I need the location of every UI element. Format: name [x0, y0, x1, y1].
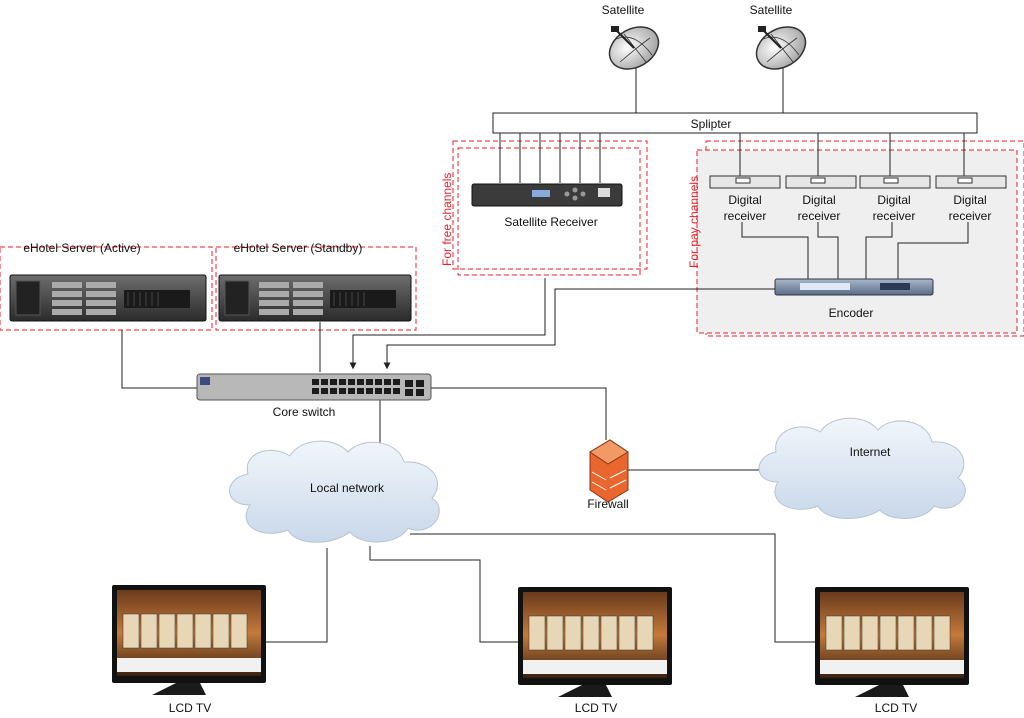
firewall-icon: [589, 439, 629, 503]
core-switch-label: Core switch: [273, 405, 336, 419]
satellite-receiver-label: Satellite Receiver: [504, 215, 597, 229]
free-channels-label: For free channels: [440, 173, 454, 266]
internet-label: Internet: [850, 445, 891, 459]
splitter-bar: [492, 112, 978, 134]
server-active-label: eHotel Server (Active): [23, 241, 140, 255]
lcd-tv-3-label: LCD TV: [875, 701, 917, 715]
pay-channels-label: For pay channels: [687, 176, 701, 268]
lcd-tv-2-label: LCD TV: [575, 701, 617, 715]
lcd-tv-1-label: LCD TV: [169, 701, 211, 715]
lcd-tv-2-icon: [518, 587, 672, 697]
local-network-label: Local network: [310, 481, 385, 495]
server-standby-zone: [215, 246, 417, 331]
encoder-label: Encoder: [829, 306, 874, 320]
lcd-tv-1-icon: [112, 585, 266, 695]
local-network-cloud-icon: [229, 440, 440, 543]
firewall-label: Firewall: [587, 497, 628, 511]
server-active-zone: [0, 246, 213, 331]
splitter-label: Splipter: [691, 117, 732, 131]
satellite-left-label: Satellite: [602, 3, 645, 17]
digital-receiver-4: [935, 175, 1007, 189]
digital-receiver-1: [709, 175, 781, 189]
free-channels-zone: [452, 140, 648, 276]
digital-receiver-3: [859, 175, 931, 189]
satellite-receiver-device: [471, 183, 623, 207]
encoder-device: [774, 278, 934, 296]
core-switch-device: [196, 373, 432, 401]
satellite-right-label: Satellite: [750, 3, 793, 17]
digital-receiver-2: [785, 175, 857, 189]
internet-cloud-icon: [758, 417, 966, 520]
server-standby-label: eHotel Server (Standby): [234, 241, 363, 255]
server-active-device: [9, 274, 207, 322]
satellite-dish-left-icon: [608, 26, 660, 70]
server-standby-device: [218, 274, 412, 322]
satellite-dish-right-icon: [755, 26, 807, 70]
lcd-tv-3-icon: [815, 587, 969, 697]
